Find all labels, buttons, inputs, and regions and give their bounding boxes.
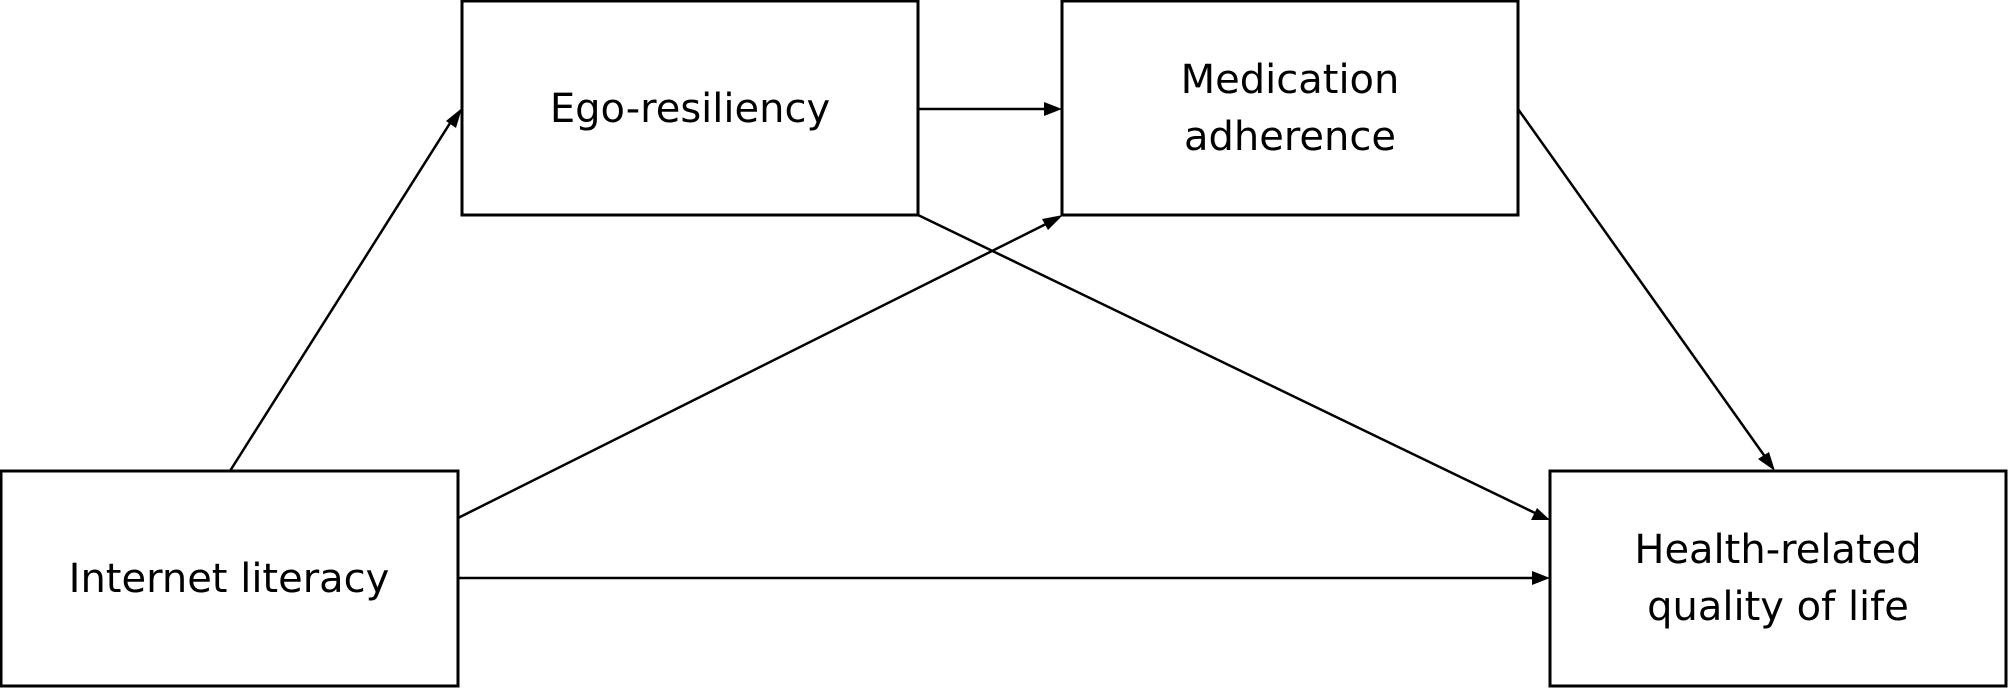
node-box xyxy=(0,469,460,688)
node-label-ego-resiliency: Ego-resiliency xyxy=(550,86,830,132)
edge-internet-literacy-to-ego-resiliency xyxy=(228,108,462,472)
edge-ego-resiliency-to-medication-adherence xyxy=(918,102,1062,116)
node-label-medication-adherence-line2: adherence xyxy=(1184,114,1396,160)
node-label-medication-adherence-line1: Medication xyxy=(1181,57,1400,103)
arrowhead xyxy=(446,108,462,128)
edge-internet-literacy-to-medication-adherence xyxy=(457,215,1063,520)
node-internet-literacy: Internet literacy xyxy=(0,469,460,688)
node-label-hrqol-line1: Health-related xyxy=(1634,527,1921,573)
node-label-internet-literacy: Internet literacy xyxy=(69,556,390,602)
node-box xyxy=(460,0,920,217)
node-ego-resiliency: Ego-resiliency xyxy=(460,0,920,217)
edges-group xyxy=(228,102,1775,585)
node-medication-adherence: Medication adherence xyxy=(1060,0,1520,217)
edge-medication-adherence-to-hrqol xyxy=(1516,108,1775,471)
edge-internet-literacy-to-hrqol xyxy=(458,571,1550,585)
arrowhead xyxy=(1531,508,1550,520)
arrowhead xyxy=(1758,452,1775,471)
node-label-hrqol-line2: quality of life xyxy=(1647,584,1909,630)
node-hrqol: Health-related quality of life xyxy=(1548,469,2008,688)
arrowhead xyxy=(1042,215,1063,230)
arrowhead xyxy=(1044,102,1062,116)
node-box xyxy=(1548,469,2008,688)
node-box xyxy=(1060,0,1520,217)
edge-ego-resiliency-to-hrqol xyxy=(917,213,1550,520)
arrowhead xyxy=(1532,571,1550,585)
